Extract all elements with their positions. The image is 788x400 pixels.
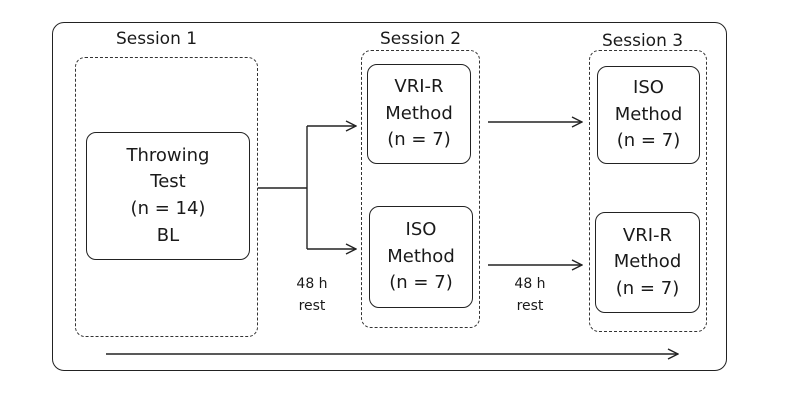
baseline-line-3: (n = 14) [130,198,206,219]
session-2-label: Session 2 [380,29,462,49]
s2-bottom-line-1: ISO [405,219,437,241]
session-1-box [75,57,258,337]
session-3-iso-node: ISO Method (n = 7) [597,66,700,164]
session-2-box [361,50,480,328]
rest-2-line-1: 48 h [514,276,546,292]
s3-bottom-line-1: VRI-R [622,224,673,246]
rest-label-2: 48 h rest [506,274,554,317]
session-2-iso-node: ISO Method (n = 7) [369,206,473,308]
rest-label-1: 48 h rest [288,274,336,317]
session-2-vri-r-node: VRI-R Method (n = 7) [367,64,471,164]
study-design-frame [52,22,727,371]
s2-bottom-line-3: (n = 7) [389,272,453,294]
session-3-label: Session 3 [602,31,684,51]
baseline-line-1: Throwing [126,144,210,166]
s2-top-line-3: (n = 7) [387,129,451,151]
baseline-throwing-test-node: Throwing Test (n = 14) BL [86,132,250,260]
rest-2-line-2: rest [516,297,544,314]
baseline-line-2: Test [150,171,186,193]
baseline-line-4: BL [156,224,180,246]
s3-top-line-3: (n = 7) [616,130,681,152]
s3-top-line-1: ISO [633,77,664,99]
s2-top-line-2: Method [385,102,453,124]
session-3-box [589,50,707,332]
s3-top-line-2: Method [614,103,683,125]
s2-top-line-1: VRI-R [394,76,444,98]
rest-1-line-1: 48 h [296,276,328,292]
session-3-vri-r-node: VRI-R Method (n = 7) [595,212,700,313]
s3-bottom-line-3: (n = 7) [615,277,680,299]
s3-bottom-line-2: Method [613,251,682,273]
s2-bottom-line-2: Method [387,245,455,267]
rest-1-line-2: rest [298,297,326,314]
session-1-label: Session 1 [116,29,198,49]
